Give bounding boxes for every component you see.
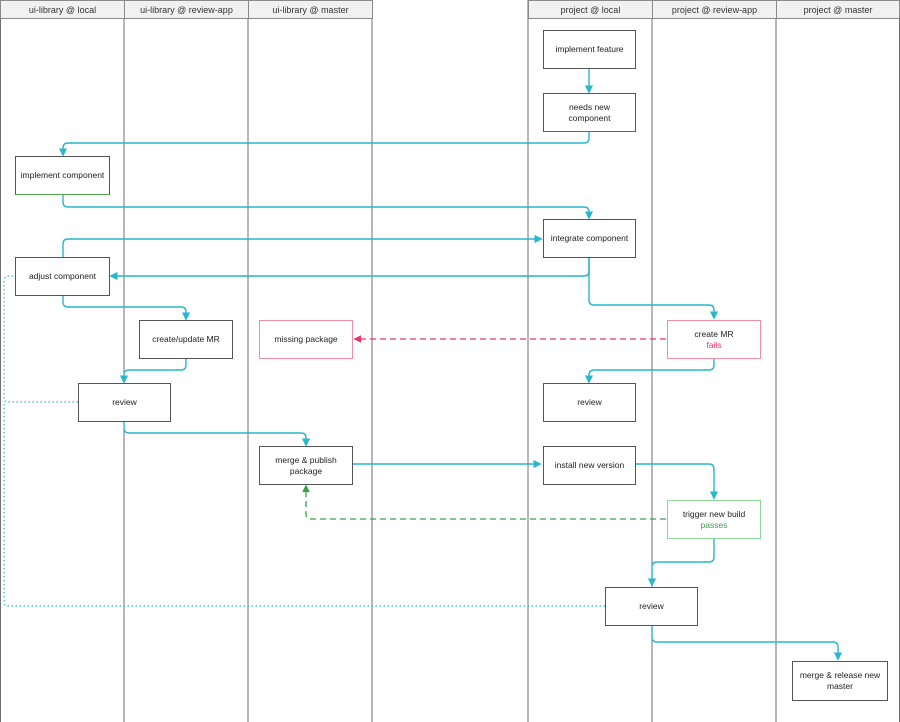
lane-header-ui-library-review-app: ui-library @ review-app [124, 0, 249, 19]
node-create-mr-status: fails [706, 339, 722, 350]
node-integrate-component-label: integrate component [550, 233, 629, 243]
node-adjust-component-label: adjust component [28, 271, 97, 281]
node-integrate-component: integrate component [543, 219, 636, 258]
node-missing-package-label: missing package [274, 334, 338, 344]
node-needs-new-component: needs new component [543, 93, 636, 132]
lane-header-project-local: project @ local [528, 0, 653, 19]
lane-header-project-review-app: project @ review-app [652, 0, 777, 19]
node-create-update-mr-label: create/update MR [152, 334, 220, 344]
node-create-mr: create MR fails [667, 320, 761, 359]
node-needs-new-component-label: needs new component [568, 101, 611, 123]
node-review-ui-library-label: review [112, 397, 137, 407]
node-trigger-new-build-label: trigger new build [682, 508, 746, 519]
node-review-project-review-app-label: review [639, 601, 664, 611]
node-missing-package: missing package [259, 320, 353, 359]
node-create-update-mr: create/update MR [139, 320, 233, 359]
node-install-new-version: install new version [543, 446, 636, 485]
node-implement-feature-label: implement feature [555, 44, 624, 54]
node-create-mr-label: create MR [694, 328, 734, 339]
node-merge-release-new-master: merge & release new master [792, 661, 888, 701]
node-adjust-component: adjust component [15, 257, 110, 296]
node-install-new-version-label: install new version [554, 460, 625, 470]
node-review-ui-library: review [78, 383, 171, 422]
node-merge-publish-package-label: merge & publish package [275, 454, 337, 476]
node-implement-component-label: implement component [20, 170, 105, 180]
node-implement-feature: implement feature [543, 30, 636, 69]
lane-header-project-master: project @ master [776, 0, 900, 19]
node-review-project-local: review [543, 383, 636, 422]
node-implement-component: implement component [15, 156, 110, 195]
node-review-project-local-label: review [577, 397, 602, 407]
node-review-project-review-app: review [605, 587, 698, 626]
node-merge-publish-package: merge & publish package [259, 446, 353, 485]
node-trigger-new-build-status: passes [700, 519, 728, 530]
lane-header-ui-library-local: ui-library @ local [0, 0, 125, 19]
node-trigger-new-build: trigger new build passes [667, 500, 761, 539]
node-merge-release-new-master-label: merge & release new master [799, 670, 881, 691]
lane-header-ui-library-master: ui-library @ master [248, 0, 373, 19]
